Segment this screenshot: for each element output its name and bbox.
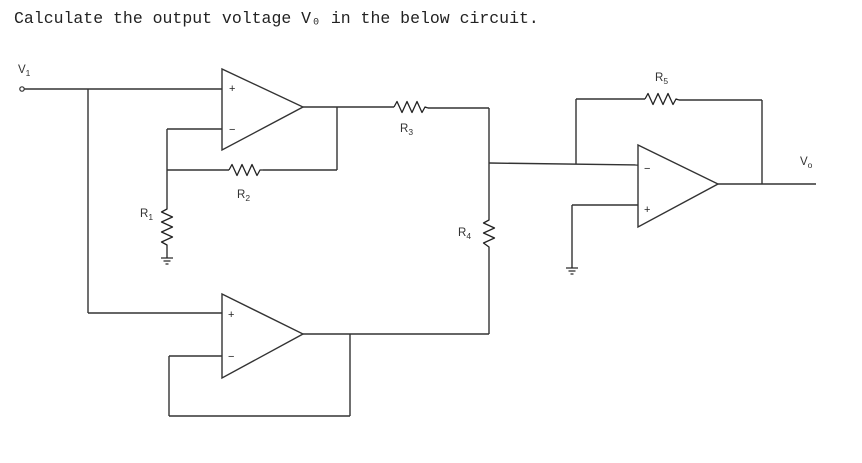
ground-symbol-r1 <box>161 257 173 265</box>
resistor-r3 <box>393 100 429 114</box>
op-amp-3-minus-sign: − <box>644 163 650 175</box>
summing-node-wiring <box>303 108 639 335</box>
input-terminal <box>19 86 222 314</box>
label-r1: R1 <box>140 208 153 222</box>
resistor-r5 <box>644 92 680 106</box>
label-vo: Vo <box>800 156 813 170</box>
resistor-r4 <box>482 217 496 250</box>
op-amp-2-feedback-wiring <box>168 334 351 417</box>
label-v1: V1 <box>18 64 31 78</box>
op-amp-1 <box>221 67 305 152</box>
label-r3: R3 <box>400 123 413 137</box>
label-r4: R4 <box>458 227 471 241</box>
resistor-r2 <box>228 163 263 177</box>
op-amp-2-plus-sign: + <box>228 309 234 321</box>
op-amp-1-feedback-wiring <box>166 106 489 206</box>
op-amp-1-plus-sign: + <box>229 83 235 95</box>
label-r2: R2 <box>237 189 250 203</box>
op-amp-3-plus-sign: + <box>644 204 650 216</box>
question-text: Calculate the output voltage V₀ in the b… <box>14 9 539 28</box>
op-amp-3 <box>637 143 720 229</box>
op-amp-2 <box>221 292 305 380</box>
label-r5: R5 <box>655 72 668 86</box>
op-amp-1-minus-sign: − <box>229 124 235 136</box>
resistor-r1 <box>160 206 174 248</box>
op-amp-2-minus-sign: − <box>228 351 234 363</box>
op-amp-3-feedback-wiring <box>571 98 816 268</box>
ground-symbol-op-amp-3 <box>566 267 578 275</box>
